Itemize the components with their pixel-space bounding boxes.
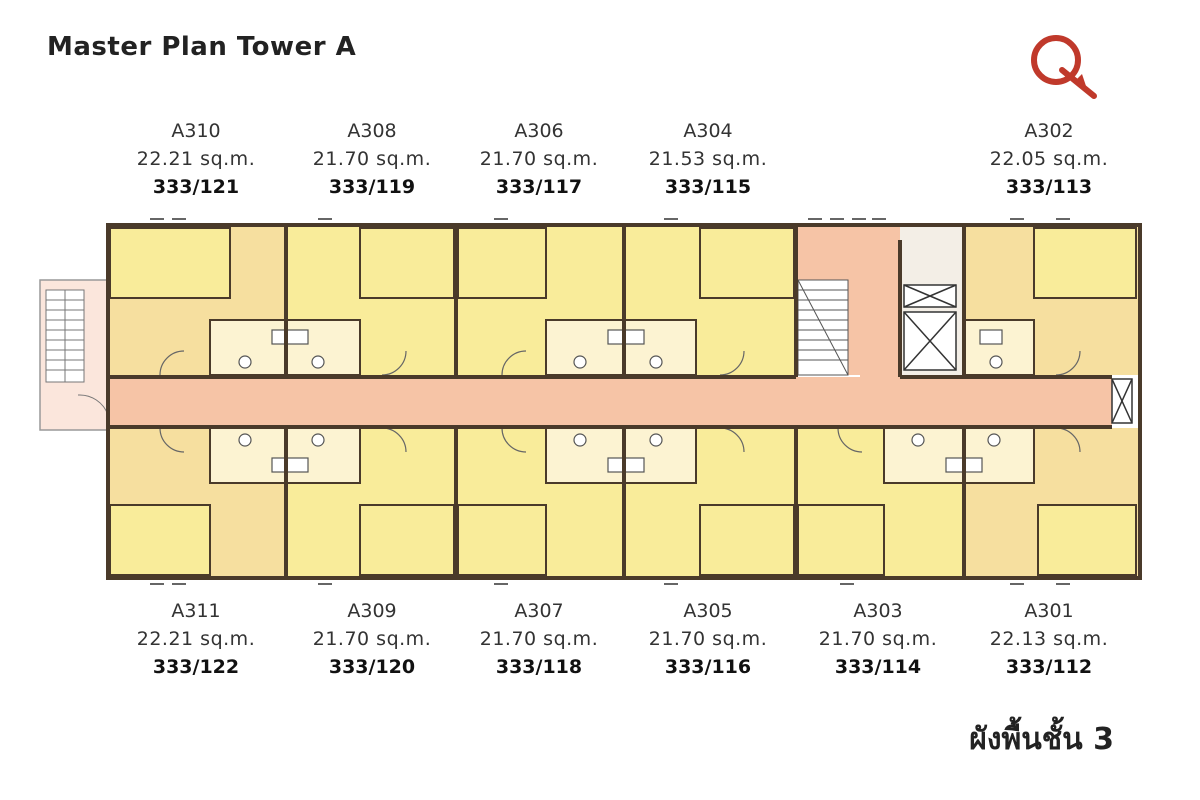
stair-icon — [797, 279, 849, 376]
unit-label-a301: A301 22.13 sq.m. 333/112 — [989, 600, 1109, 678]
unit-label-a306: A306 21.70 sq.m. 333/117 — [479, 120, 599, 198]
page-title: Master Plan Tower A — [47, 32, 357, 62]
unit-label-a303: A303 21.70 sq.m. 333/114 — [818, 600, 938, 678]
unit-label-a305: A305 21.70 sq.m. 333/116 — [648, 600, 768, 678]
floor-label: ผังพื้นชั้น 3 — [969, 722, 1114, 757]
north-compass-icon — [1031, 35, 1097, 99]
unit-label-a307: A307 21.70 sq.m. 333/118 — [479, 600, 599, 678]
corridor — [108, 377, 1112, 427]
arrow-icon — [150, 218, 1070, 585]
unit-label-a311: A311 22.21 sq.m. 333/122 — [136, 600, 256, 678]
sink-icon — [238, 355, 1003, 447]
unit-label-a308: A308 21.70 sq.m. 333/119 — [312, 120, 432, 198]
elevator-icon — [903, 284, 1133, 424]
unit-label-a309: A309 21.70 sq.m. 333/120 — [312, 600, 432, 678]
stair-left — [39, 279, 111, 431]
unit-label-a310: A310 22.21 sq.m. 333/121 — [136, 120, 256, 198]
unit-label-a304: A304 21.53 sq.m. 333/115 — [648, 120, 768, 198]
unit-label-a302: A302 22.05 sq.m. 333/113 — [989, 120, 1109, 198]
